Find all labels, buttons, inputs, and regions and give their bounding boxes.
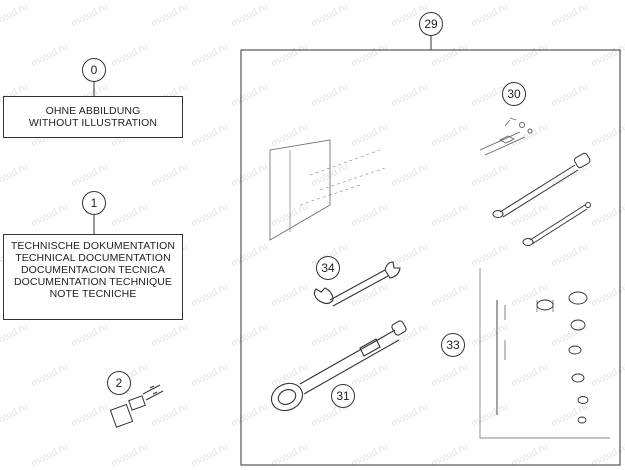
- callout-34: 34: [316, 256, 340, 280]
- callout-29: 29: [419, 12, 443, 36]
- box1-line3: DOCUMENTACION TECNICA: [20, 264, 166, 276]
- spanner-drawing: [270, 320, 407, 412]
- callout-30: 30: [502, 82, 526, 106]
- callout-33: 33: [441, 333, 465, 357]
- box1-line1: TECHNISCHE DOKUMENTATION: [10, 240, 176, 252]
- box1-line5: NOTE TECNICHE: [49, 288, 137, 300]
- callout-31: 31: [331, 384, 355, 408]
- box1-line4: DOCUMENTATION TECHNIQUE: [13, 276, 173, 288]
- without-illustration-box: OHNE ABBILDUNG WITHOUT ILLUSTRATION: [3, 96, 183, 138]
- box1-line2: TECHNICAL DOCUMENTATION: [15, 252, 171, 264]
- fuse-drawing: [109, 384, 164, 428]
- extension-rods: [492, 152, 591, 246]
- tool-kit-frame: [240, 49, 621, 466]
- box0-line2: WITHOUT ILLUSTRATION: [28, 117, 158, 129]
- socket-set-drawing: [479, 268, 610, 439]
- callout-1: 1: [82, 191, 106, 215]
- callout-2: 2: [107, 371, 131, 395]
- wrench-drawing: [313, 261, 401, 307]
- papers-drawing: [269, 117, 533, 241]
- box0-line1: OHNE ABBILDUNG: [45, 105, 141, 117]
- callout-0: 0: [82, 58, 106, 82]
- technical-documentation-box: TECHNISCHE DOKUMENTATION TECHNICAL DOCUM…: [3, 234, 183, 320]
